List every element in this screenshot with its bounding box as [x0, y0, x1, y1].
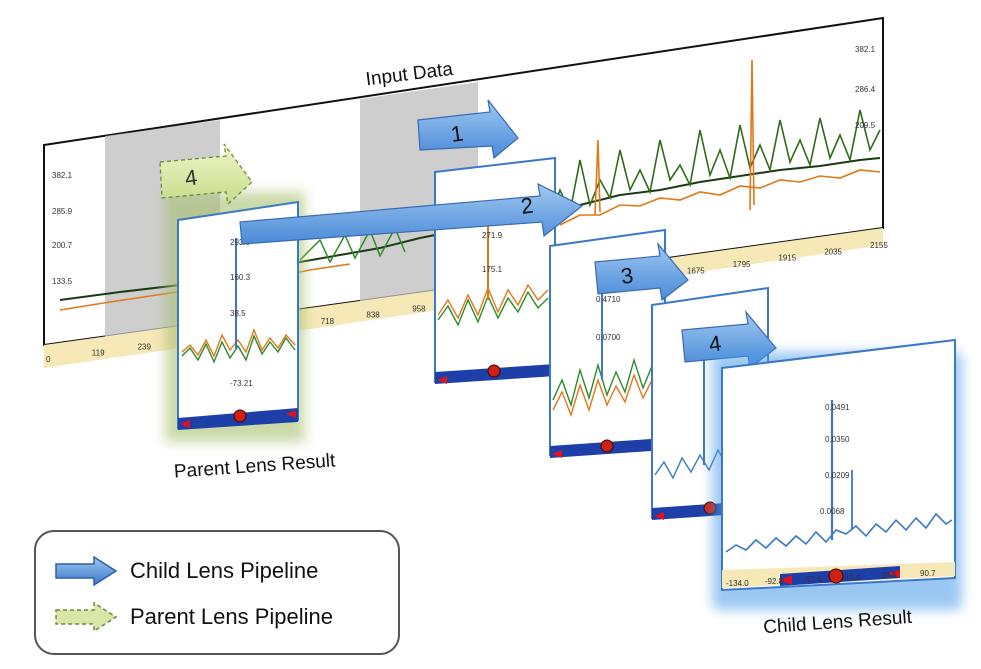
input-x-tick: 2035 [824, 247, 842, 256]
child-pipeline-arrow-icon [55, 556, 118, 586]
parent-lens-result-label: Parent Lens Result [173, 450, 336, 482]
input-tick-left-4: 133.5 [52, 277, 73, 286]
input-x-tick: 1675 [687, 266, 705, 275]
panel-2-tick-1: 271.9 [482, 231, 503, 240]
step-arrow-2-label: 2 [519, 192, 535, 218]
parent-lens-result-panel [165, 192, 305, 442]
panel-3-tick-2: 0.0700 [596, 333, 621, 342]
child-lens-result-label: Child Lens Result [763, 607, 914, 638]
parent-step-arrow-label: 4 [183, 164, 199, 190]
input-x-tick: 838 [366, 311, 380, 320]
legend-child-row: Child Lens Pipeline [54, 554, 318, 588]
legend-parent-row: Parent Lens Pipeline [54, 600, 333, 634]
input-tick-left-3: 200.7 [52, 241, 73, 250]
input-tick-right-1: 382.1 [855, 45, 876, 54]
child-tick-1: 0.0491 [825, 403, 850, 412]
step-arrow-1: 1 [417, 99, 519, 160]
panel-3-tick-1: 0.4710 [596, 295, 621, 304]
input-x-tick: 2155 [870, 241, 888, 250]
parent-pipeline-arrow-icon [55, 602, 118, 632]
input-y-ticks-right: 382.1 286.4 209.5 [855, 45, 876, 130]
child-lens-result-panel [712, 338, 962, 610]
child-x-tick: 29.5 [881, 571, 897, 580]
input-tick-right-2: 286.4 [855, 85, 876, 94]
parent-step-arrow: 4 [159, 143, 253, 206]
input-tick-left-2: 285.9 [52, 207, 73, 216]
input-x-tick: 119 [92, 349, 105, 358]
child-y-ticks: 0.0491 0.0350 0.0209 0.0068 [820, 403, 850, 516]
step-arrow-4-label: 4 [707, 330, 723, 356]
input-tick-left-1: 382.1 [52, 171, 73, 180]
step-arrow-3-label: 3 [619, 262, 635, 288]
input-x-tick: 1795 [733, 260, 751, 269]
step-arrow-1-label: 1 [449, 120, 465, 146]
legend-child-label: Child Lens Pipeline [130, 558, 319, 583]
parent-tick-1: 293.0 [230, 238, 251, 247]
input-signal-noise [539, 109, 881, 221]
child-tick-4: 0.0068 [820, 507, 845, 516]
step-arrow-3: 3 [594, 241, 689, 302]
child-x-tick: -10.4 [842, 573, 861, 582]
input-x-tick: 958 [412, 304, 426, 313]
step-arrow-2: 2 [239, 182, 584, 245]
child-x-tick: -51.6 [804, 575, 823, 584]
child-tick-2: 0.0350 [825, 435, 850, 444]
child-x-ticks: -134.0 -92.8 -51.6 -10.4 29.5 90.7 [726, 569, 936, 588]
child-x-tick: -92.8 [765, 577, 784, 586]
input-x-tick: 239 [138, 342, 152, 351]
child-tick-3: 0.0209 [825, 471, 850, 480]
legend-box: Child Lens Pipeline Parent Lens Pipeline [34, 530, 400, 655]
input-y-ticks-left: 382.1 285.9 200.7 133.5 [52, 171, 73, 286]
parent-tick-3: 38.5 [230, 309, 246, 318]
input-x-tick: 718 [321, 317, 335, 326]
child-x-tick: -134.0 [726, 579, 749, 588]
input-signal-orange [559, 59, 881, 226]
panel-2-tick-2: 175.1 [482, 265, 503, 274]
input-tick-right-3: 209.5 [855, 121, 876, 130]
legend-parent-label: Parent Lens Pipeline [130, 604, 334, 629]
panel-3-ticks: 0.4710 0.0700 [596, 295, 621, 342]
parent-ticks: 293.0 160.3 38.5 -73.21 [230, 238, 253, 388]
parent-tick-2: 160.3 [230, 273, 251, 282]
panel-2-ticks: 271.9 175.1 [482, 231, 503, 274]
child-x-tick: 90.7 [920, 569, 936, 578]
input-x-tick: 1915 [778, 254, 796, 263]
input-x-tick: 0 [46, 355, 51, 364]
parent-tick-4: -73.21 [230, 379, 253, 388]
